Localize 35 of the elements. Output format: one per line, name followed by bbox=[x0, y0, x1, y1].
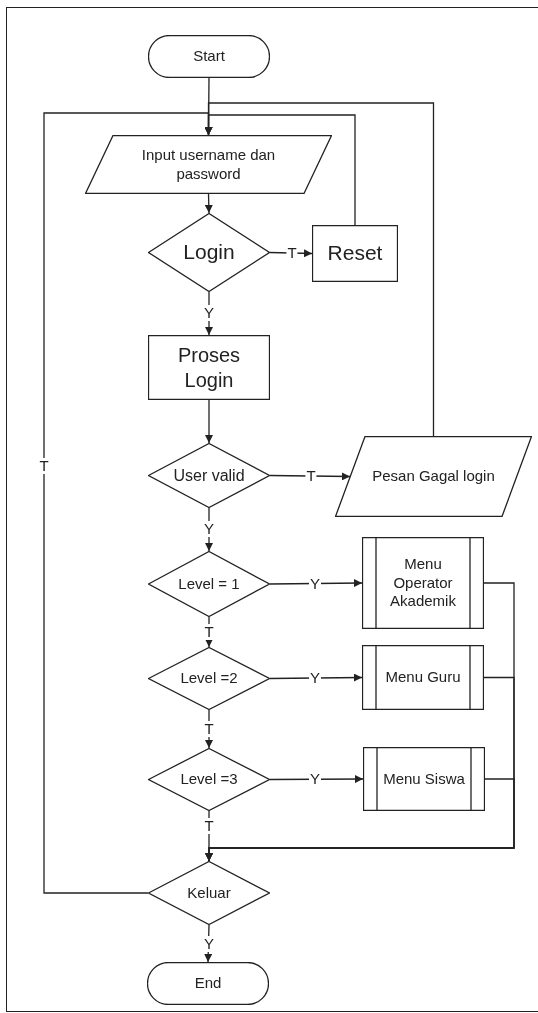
arrow bbox=[269, 579, 363, 588]
edge-label: Y bbox=[309, 771, 321, 787]
arrow bbox=[269, 249, 313, 258]
process-box: Reset bbox=[312, 225, 398, 282]
edge-label: T bbox=[305, 468, 317, 484]
decision-diamond: Keluar bbox=[148, 861, 270, 925]
edge-label: Y bbox=[309, 576, 321, 592]
decision-diamond: Level = 1 bbox=[148, 551, 270, 617]
arrow bbox=[269, 775, 364, 784]
input-output-parallelogram: Pesan Gagal login bbox=[335, 436, 532, 517]
edge-label: Y bbox=[309, 670, 321, 686]
arrow bbox=[205, 399, 213, 444]
decision-diamond: Level =3 bbox=[148, 748, 270, 811]
arrow bbox=[43, 112, 213, 894]
edge-label: Y bbox=[203, 521, 215, 537]
input-output-parallelogram: Input username dan password bbox=[85, 135, 332, 194]
process-box: Proses Login bbox=[148, 335, 270, 400]
subprocess-box: Menu Siswa bbox=[363, 747, 485, 811]
arrow bbox=[204, 193, 213, 214]
subprocess-box: Menu Operator Akademik bbox=[362, 537, 484, 629]
decision-diamond: User valid bbox=[148, 443, 270, 508]
edge-label: T bbox=[203, 624, 215, 640]
decision-diamond: Login bbox=[148, 213, 270, 292]
edge-label: T bbox=[203, 818, 215, 834]
subprocess-box: Menu Guru bbox=[362, 645, 484, 710]
arrow bbox=[269, 472, 351, 481]
edge-label: Y bbox=[203, 305, 215, 321]
edge-label: T bbox=[38, 458, 50, 474]
edge-label: T bbox=[286, 245, 298, 261]
arrow bbox=[269, 673, 363, 682]
edge-label: Y bbox=[203, 936, 215, 952]
terminator-pill: End bbox=[147, 962, 269, 1005]
decision-diamond: Level =2 bbox=[148, 647, 270, 710]
edge-label: T bbox=[203, 721, 215, 737]
terminator-pill: Start bbox=[148, 35, 270, 78]
